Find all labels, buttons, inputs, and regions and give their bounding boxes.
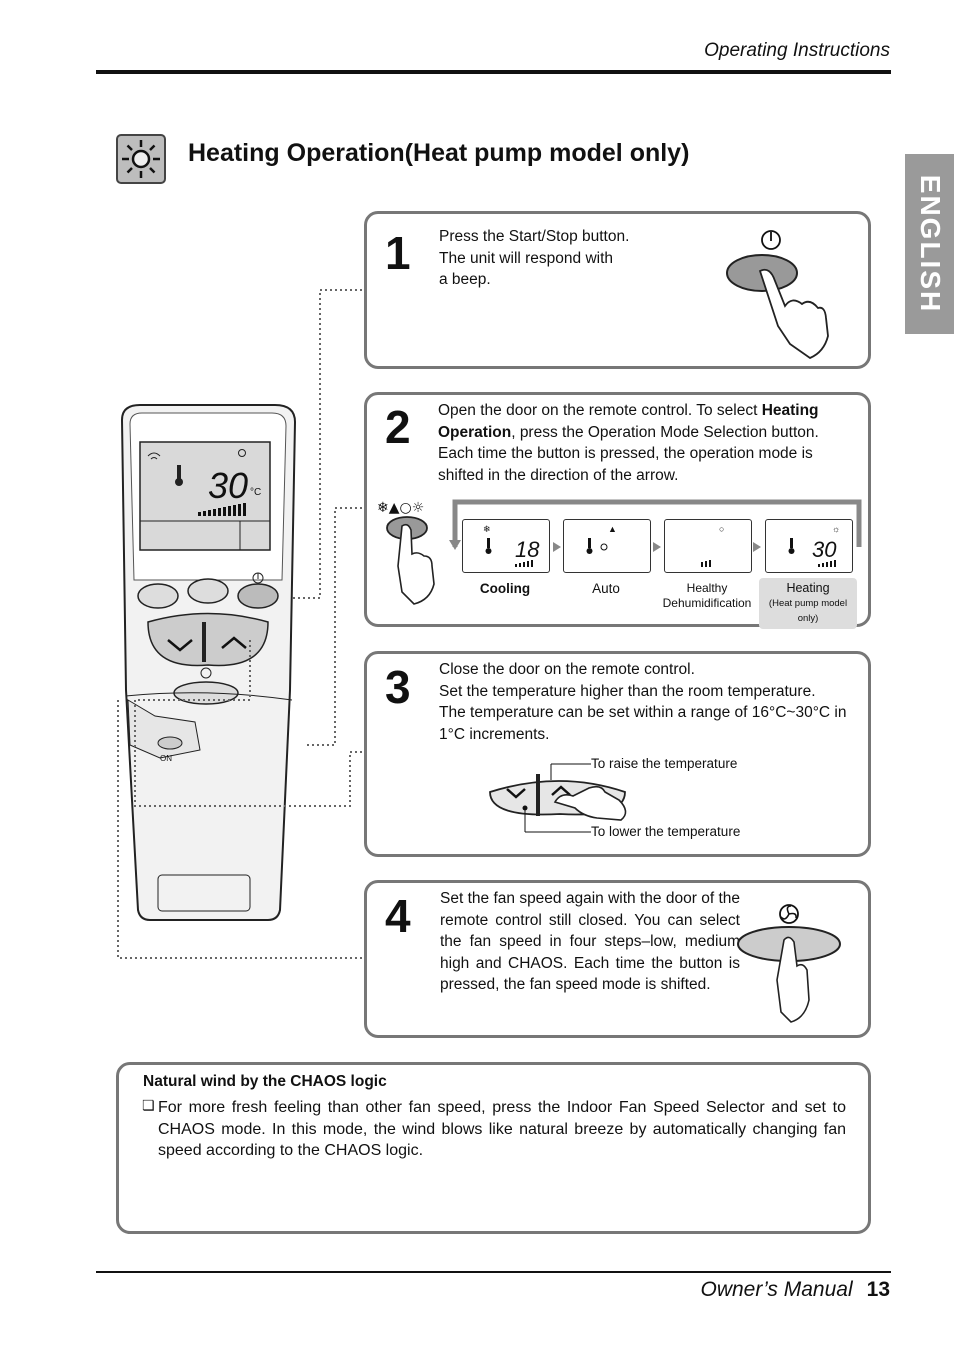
footer-rule [96,1271,891,1273]
footer: Owner’s Manual 13 [701,1278,891,1302]
mode-label-healthy: Healthy [686,581,728,595]
mode-panel-heating-temp: 30 [812,537,837,562]
mode-label-heating: Heating [786,581,830,595]
mode-caption-auto: Auto [563,581,649,596]
chaos-note-text: For more fresh feeling than other fan sp… [158,1099,846,1159]
step-3-text: Close the door on the remote control. Se… [439,659,859,745]
mode-caption-heating: Heating (Heat pump model only) [759,578,857,629]
chaos-note-bullet: ❏ [142,1098,155,1114]
chaos-note-box [116,1062,871,1234]
step-3-number: 3 [385,661,411,713]
step-3-line: 1°C increments. [439,725,550,743]
header-rule [96,70,891,74]
step-1-line: The unit will respond with [439,249,614,267]
step-4-number: 4 [385,890,411,942]
remote-door-label: ON [160,754,172,763]
sun-icon [116,134,166,184]
step-3-line: Set the temperature higher than the room… [439,682,816,700]
mode-sub-healthy: Dehumidification [662,596,752,610]
svg-text:▲: ▲ [608,524,617,534]
step-2-text-bold: Heating Operation [438,402,819,441]
svg-text:❄: ❄ [483,524,491,534]
mode-panel-heating: ☼ 30 [765,519,853,573]
step-2-text: Open the door on the remote control. To … [438,400,838,486]
step-2-number: 2 [385,401,411,453]
mode-cycle: ❄ 18 ▲ ○ ☼ 30 Cooling Auto Healthy Dehum… [447,497,867,629]
step-2-text-pre: Open the door on the remote control. To … [438,402,762,419]
step-1-box [364,211,871,369]
step-4-text: Set the fan speed again with the door of… [440,890,740,993]
step-1-line: a beep. [439,271,491,288]
remote-unit: °C [250,487,261,498]
mode-panel-healthy: ○ [664,519,752,573]
mode-panel-cooling-temp: 18 [515,537,540,562]
mode-label-auto: Auto [592,581,620,596]
step-2-text-post: , press the Operation Mode Selection but… [438,423,819,484]
svg-text:○: ○ [719,524,724,534]
remote-control: 30 °C ON [110,400,310,945]
page-number: 13 [866,1278,890,1301]
mode-label-cooling: Cooling [479,581,531,596]
mode-sub-heating: (Heat pump model only) [768,598,848,624]
mode-panel-cooling: ❄ 18 [462,519,550,573]
page-title: Heating Operation(Heat pump model only) [188,139,690,167]
step-3-line: Close the door on the remote control. [439,661,695,678]
start-stop-button-illustration [726,230,829,360]
header-title: Operating Instructions [704,40,890,61]
mode-cycle-arrow [449,499,862,552]
svg-text:☼: ☼ [832,524,840,534]
mode-panel-auto: ▲ [563,519,651,573]
raise-temperature-label: To raise the temperature [591,756,738,771]
lower-temperature-label: To lower the temperature [591,824,741,839]
mode-caption-cooling: Cooling [462,581,548,596]
mode-caption-healthy: Healthy Dehumidification [657,581,757,611]
step-3-box [364,651,871,857]
step-3-line: The temperature can be set within a rang… [439,704,847,721]
step-1-number: 1 [385,227,411,279]
mode-button-illustration: ❄▲○☼ [377,500,435,605]
footer-label: Owner’s Manual [700,1278,853,1301]
step-1-line: Press the Start/Stop button. [439,228,630,245]
language-tab: ENGLISH [905,154,954,334]
fan-speed-button-illustration [737,904,841,1023]
temperature-buttons-illustration [489,763,627,833]
chaos-note-title: Natural wind by the CHAOS logic [143,1073,387,1090]
step-1-text: Press the Start/Stop button. The unit wi… [439,226,629,291]
svg-text:❄▲○☼: ❄▲○☼ [377,500,424,516]
remote-temp: 30 [208,465,248,506]
